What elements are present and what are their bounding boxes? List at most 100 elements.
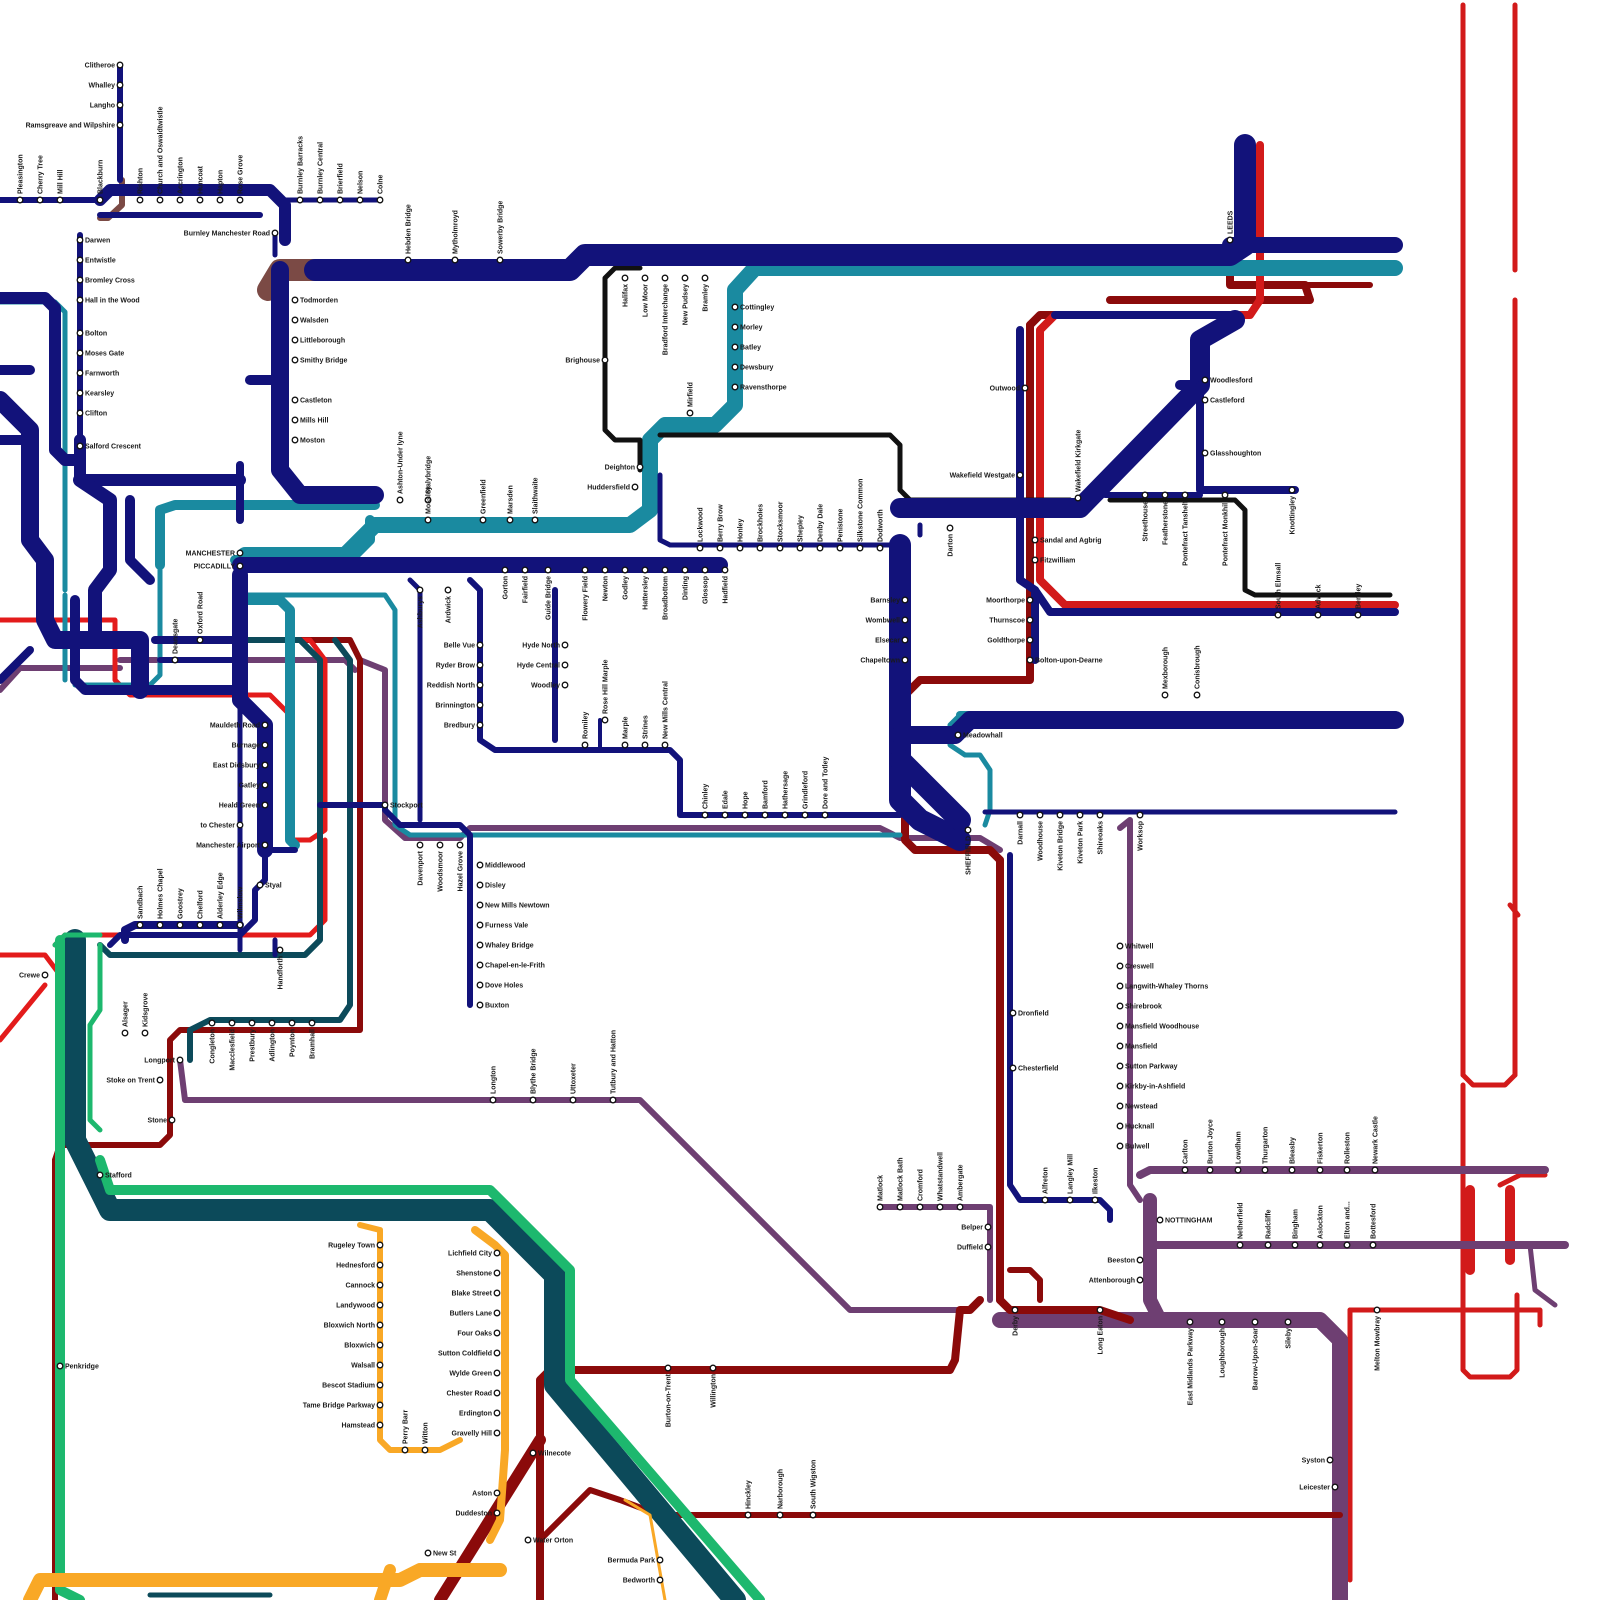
station-dot-new-mills-c[interactable] — [661, 741, 669, 749]
station-dot-rose-grove[interactable] — [236, 196, 244, 204]
station-dot-batley[interactable] — [731, 343, 739, 351]
station-dot-glossop[interactable] — [701, 566, 709, 574]
station-dot-morley[interactable] — [731, 323, 739, 331]
station-dot-stafford[interactable] — [96, 1171, 104, 1179]
station-dot-wilnecote[interactable] — [529, 1449, 537, 1457]
station-dot-marple[interactable] — [621, 741, 629, 749]
station-dot-wylde-green[interactable] — [493, 1369, 501, 1377]
station-dot-willington[interactable] — [709, 1364, 717, 1372]
station-dot-todmorden[interactable] — [291, 296, 299, 304]
station-dot-dronfield[interactable] — [1009, 1009, 1017, 1017]
station-dot-cherry-tree[interactable] — [36, 196, 44, 204]
station-dot-blythe[interactable] — [529, 1096, 537, 1104]
station-dot-bescot[interactable] — [376, 1381, 384, 1389]
station-dot-hadfield[interactable] — [721, 566, 729, 574]
station-dot-ravensthorpe[interactable] — [731, 383, 739, 391]
station-dot-shirebrook[interactable] — [1116, 1002, 1124, 1010]
station-dot-burton-joyce[interactable] — [1206, 1166, 1214, 1174]
station-dot-grindleford[interactable] — [801, 811, 809, 819]
station-dot-macclesfield[interactable] — [228, 1019, 236, 1027]
station-dot-silkstone[interactable] — [856, 544, 864, 552]
station-dot-elsecar[interactable] — [901, 636, 909, 644]
station-dot-stoke[interactable] — [156, 1076, 164, 1084]
station-dot-whalley[interactable] — [116, 81, 124, 89]
station-dot-dove-holes[interactable] — [476, 981, 484, 989]
station-dot-stocksmoor[interactable] — [776, 544, 784, 552]
station-dot-streethouse[interactable] — [1141, 491, 1149, 499]
station-dot-halifax[interactable] — [621, 274, 629, 282]
station-dot-narborough[interactable] — [776, 1511, 784, 1519]
station-dot-longton[interactable] — [489, 1096, 497, 1104]
station-dot-four-oaks[interactable] — [493, 1329, 501, 1337]
station-dot-shenstone[interactable] — [493, 1269, 501, 1277]
station-dot-adwick[interactable] — [1314, 611, 1322, 619]
station-dot-penistone[interactable] — [836, 544, 844, 552]
station-dot-duffield[interactable] — [984, 1243, 992, 1251]
station-dot-lockwood[interactable] — [696, 544, 704, 552]
station-dot-mexborough[interactable] — [1161, 691, 1169, 699]
station-dot-woodhouse[interactable] — [1036, 811, 1044, 819]
station-dot-erdington[interactable] — [493, 1409, 501, 1417]
station-dot-honley[interactable] — [736, 544, 744, 552]
station-dot-bentley[interactable] — [1354, 611, 1362, 619]
station-dot-pontefract-t[interactable] — [1181, 491, 1189, 499]
station-dot-reddish-north[interactable] — [476, 681, 484, 689]
station-dot-greenfield[interactable] — [479, 516, 487, 524]
station-dot-hall-wood[interactable] — [76, 296, 84, 304]
station-dot-sandal[interactable] — [1031, 536, 1039, 544]
station-dot-godley[interactable] — [621, 566, 629, 574]
station-dot-ramsgreave[interactable] — [116, 121, 124, 129]
station-dot-nelson[interactable] — [356, 196, 364, 204]
station-dot-butlers-lane[interactable] — [493, 1309, 501, 1317]
station-dot-hope[interactable] — [741, 811, 749, 819]
station-dot-burnage[interactable] — [261, 741, 269, 749]
station-dot-tame-bridge[interactable] — [376, 1401, 384, 1409]
station-dot-bolton[interactable] — [76, 329, 84, 337]
station-dot-kiveton-b[interactable] — [1056, 811, 1064, 819]
station-dot-castleton[interactable] — [291, 396, 299, 404]
station-dot-matlock-bath[interactable] — [896, 1203, 904, 1211]
station-dot-duddeston[interactable] — [493, 1509, 501, 1517]
station-dot-hucknall[interactable] — [1116, 1122, 1124, 1130]
station-dot-huddersfield[interactable] — [631, 483, 639, 491]
station-dot-brockholes[interactable] — [756, 544, 764, 552]
station-dot-chester-road[interactable] — [493, 1389, 501, 1397]
station-dot-flowery-field[interactable] — [581, 566, 589, 574]
station-dot-belle-vue[interactable] — [476, 641, 484, 649]
station-dot-newark[interactable] — [1371, 1166, 1379, 1174]
station-dot-kidsgrove[interactable] — [141, 1029, 149, 1037]
station-dot-hamstead[interactable] — [376, 1421, 384, 1429]
station-dot-south-wigston[interactable] — [809, 1511, 817, 1519]
station-dot-woodlesford[interactable] — [1201, 376, 1209, 384]
station-dot-castleford[interactable] — [1201, 396, 1209, 404]
station-dot-newton[interactable] — [601, 566, 609, 574]
station-dot-bloxwich-n[interactable] — [376, 1321, 384, 1329]
station-dot-east-didsbury[interactable] — [261, 761, 269, 769]
station-dot-bolton-dearne[interactable] — [1026, 656, 1034, 664]
station-dot-brinnington[interactable] — [476, 701, 484, 709]
station-dot-wakefield-kg[interactable] — [1074, 494, 1082, 502]
station-dot-rolleston[interactable] — [1343, 1166, 1351, 1174]
station-dot-barrow[interactable] — [1251, 1318, 1259, 1326]
station-dot-burton[interactable] — [664, 1364, 672, 1372]
station-dot-witton[interactable] — [421, 1446, 429, 1454]
station-dot-kearsley[interactable] — [76, 389, 84, 397]
station-dot-entwistle[interactable] — [76, 256, 84, 264]
station-dot-pleasington[interactable] — [16, 196, 24, 204]
station-dot-fitzwilliam[interactable] — [1031, 556, 1039, 564]
station-dot-mytholmroyd[interactable] — [451, 256, 459, 264]
station-dot-clitheroe[interactable] — [116, 61, 124, 69]
station-dot-loughborough[interactable] — [1218, 1318, 1226, 1326]
station-dot-chinley[interactable] — [701, 811, 709, 819]
station-dot-darnall[interactable] — [1016, 811, 1024, 819]
station-dot-aston[interactable] — [493, 1489, 501, 1497]
station-dot-nottingham[interactable] — [1156, 1216, 1164, 1224]
station-dot-piccadilly[interactable] — [236, 562, 244, 570]
station-dot-smithy-bridge[interactable] — [291, 356, 299, 364]
station-dot-mansfield-w[interactable] — [1116, 1022, 1124, 1030]
station-dot-oxford-road[interactable] — [196, 636, 204, 644]
station-dot-alderley[interactable] — [216, 921, 224, 929]
station-dot-rugeley[interactable] — [376, 1241, 384, 1249]
station-dot-bleasby[interactable] — [1288, 1166, 1296, 1174]
station-dot-bloxwich[interactable] — [376, 1341, 384, 1349]
